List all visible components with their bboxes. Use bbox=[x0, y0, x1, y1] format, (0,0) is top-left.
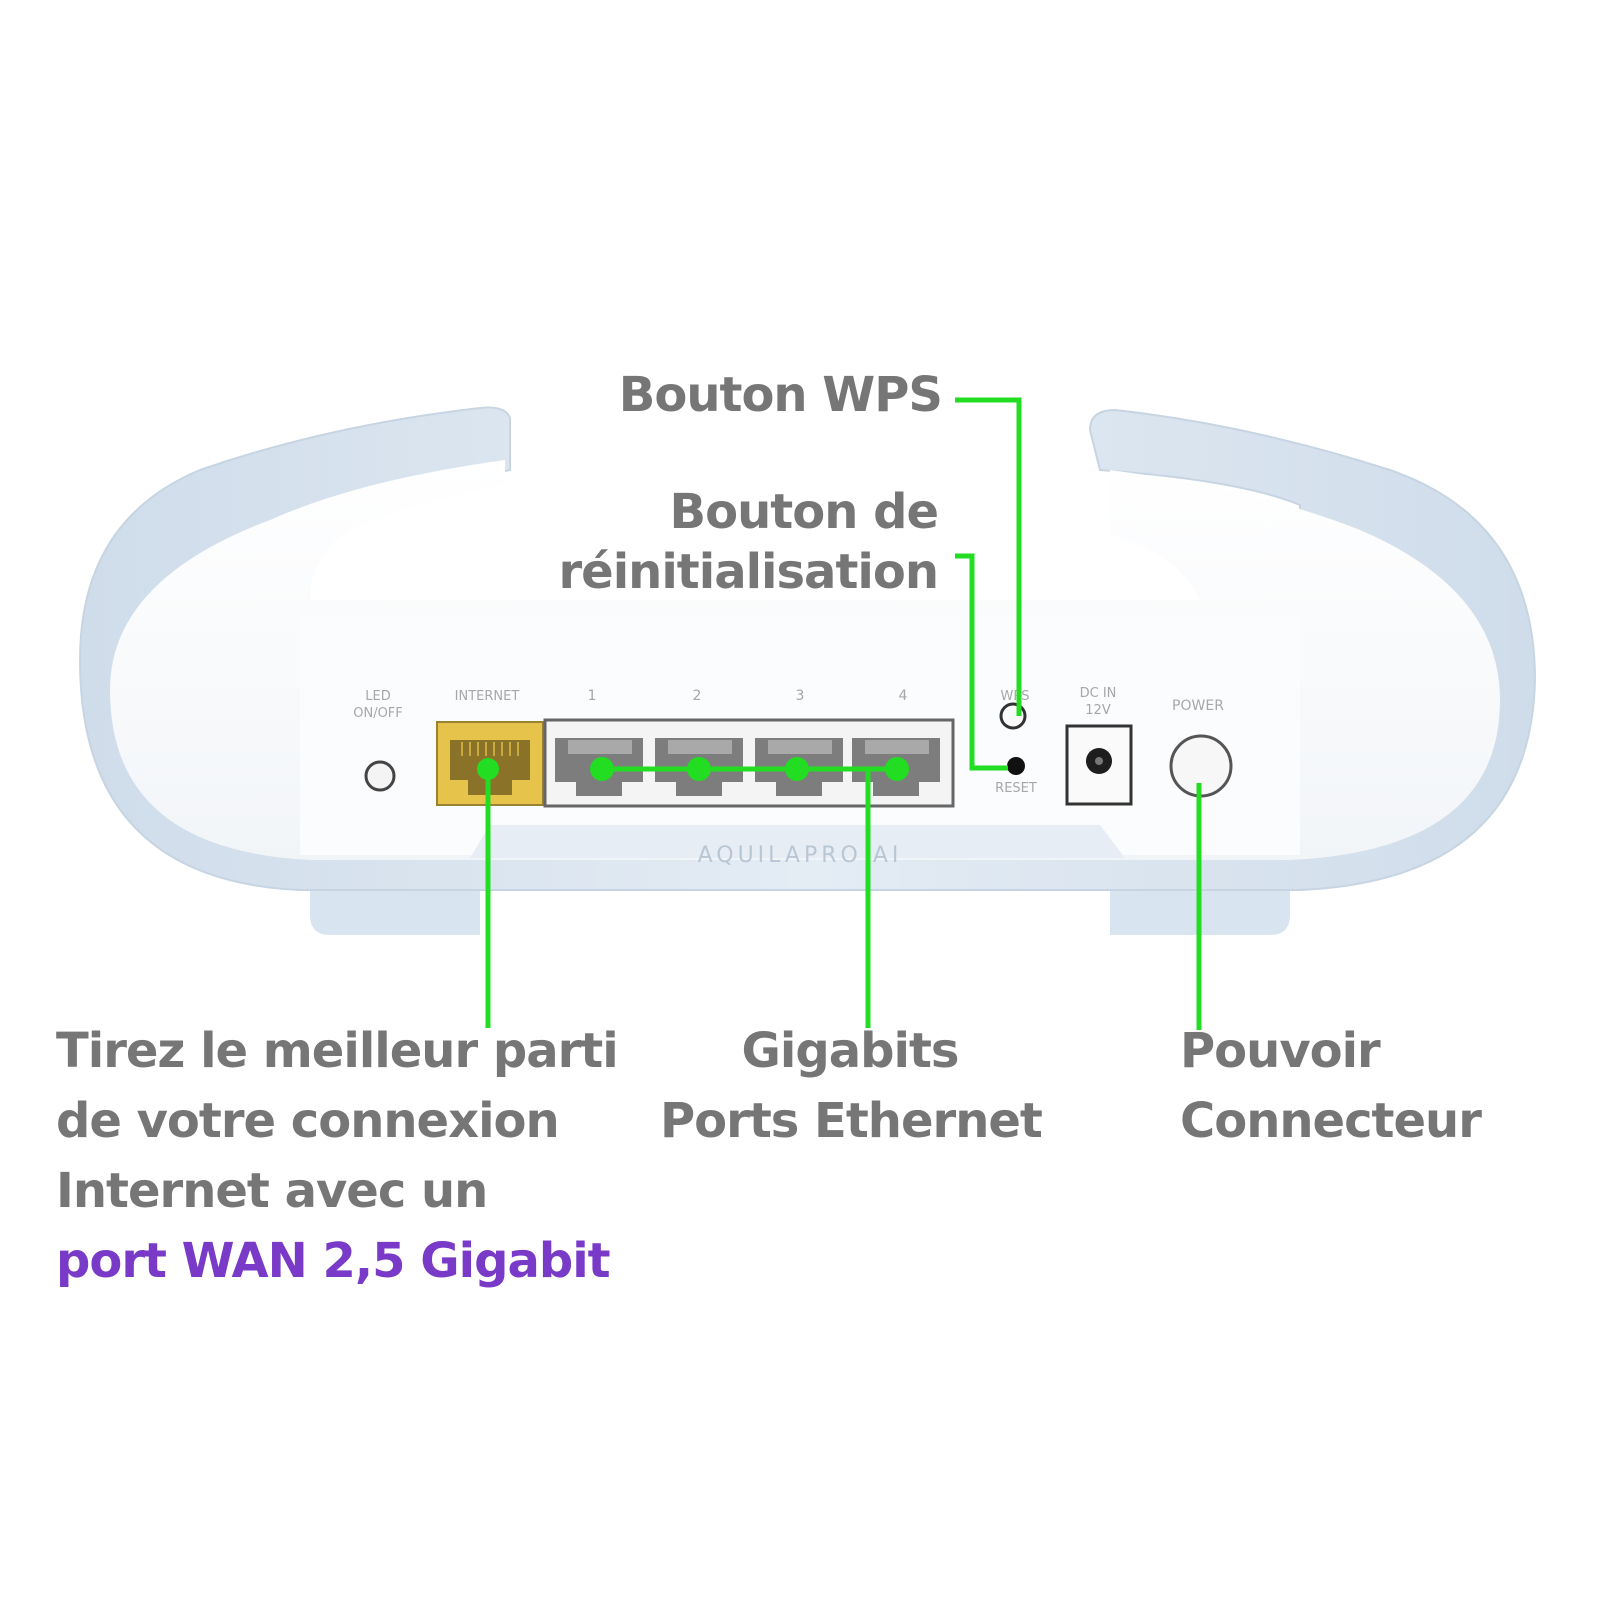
callout-wps-text: Bouton WPS bbox=[618, 367, 943, 423]
callout-reset: Bouton de réinitialisation bbox=[558, 482, 939, 602]
led-toggle-button[interactable] bbox=[364, 760, 396, 792]
dc-in-label-line1: DC IN bbox=[1080, 686, 1117, 701]
callout-power-line2: Connecteur bbox=[1180, 1093, 1482, 1149]
led-label-line2: ON/OFF bbox=[353, 706, 403, 721]
dc-in-pin bbox=[1095, 757, 1103, 765]
callout-power: Pouvoir Connecteur bbox=[1180, 1016, 1482, 1156]
lan-port-2-dot bbox=[687, 757, 711, 781]
callout-gigabit-line1: Gigabits bbox=[741, 1023, 960, 1079]
power-port-label: POWER bbox=[1172, 698, 1224, 714]
dc-in-label-line2: 12V bbox=[1085, 703, 1111, 718]
lan-label-3: 3 bbox=[796, 688, 805, 704]
bottom-chin bbox=[470, 825, 1125, 858]
lan-port-4-dot bbox=[885, 757, 909, 781]
callout-gigabit: Gigabits Ports Ethernet bbox=[660, 1016, 1043, 1156]
leader-dots bbox=[477, 757, 909, 781]
lan-port-3-dot bbox=[785, 757, 809, 781]
lan-label-2: 2 bbox=[693, 688, 702, 704]
brand-mark: AQUILAPRO AI bbox=[698, 843, 903, 868]
lan-label-4: 4 bbox=[899, 688, 908, 704]
wan-port-dot bbox=[477, 758, 499, 780]
lan-port-1-dot bbox=[590, 757, 614, 781]
callout-wan-line1: Tirez le meilleur parti bbox=[56, 1023, 619, 1079]
callout-power-line1: Pouvoir bbox=[1180, 1023, 1381, 1079]
internet-label: INTERNET bbox=[455, 689, 520, 704]
callout-reset-line1: Bouton de bbox=[669, 484, 939, 540]
leader-lines bbox=[485, 397, 1202, 1030]
led-label-line1: LED bbox=[365, 689, 390, 704]
lan-label-1: 1 bbox=[588, 688, 597, 704]
reset-leader-line bbox=[955, 553, 1008, 771]
callout-reset-line2: réinitialisation bbox=[558, 544, 939, 600]
wps-port-label: WPS bbox=[1001, 689, 1030, 704]
callout-wan-line3: Internet avec un bbox=[56, 1163, 488, 1219]
wan-port-pins bbox=[461, 742, 519, 756]
reset-button[interactable] bbox=[1007, 757, 1025, 775]
callout-wan: Tirez le meilleur parti de votre connexi… bbox=[56, 1016, 619, 1296]
callout-wan-line2: de votre connexion bbox=[56, 1093, 560, 1149]
callout-gigabit-line2: Ports Ethernet bbox=[660, 1093, 1043, 1149]
callout-wan-highlight: port WAN 2,5 Gigabit bbox=[56, 1233, 611, 1289]
reset-port-label: RESET bbox=[995, 781, 1037, 796]
callout-wps: Bouton WPS bbox=[618, 360, 943, 430]
wps-leader-line bbox=[955, 397, 1022, 716]
